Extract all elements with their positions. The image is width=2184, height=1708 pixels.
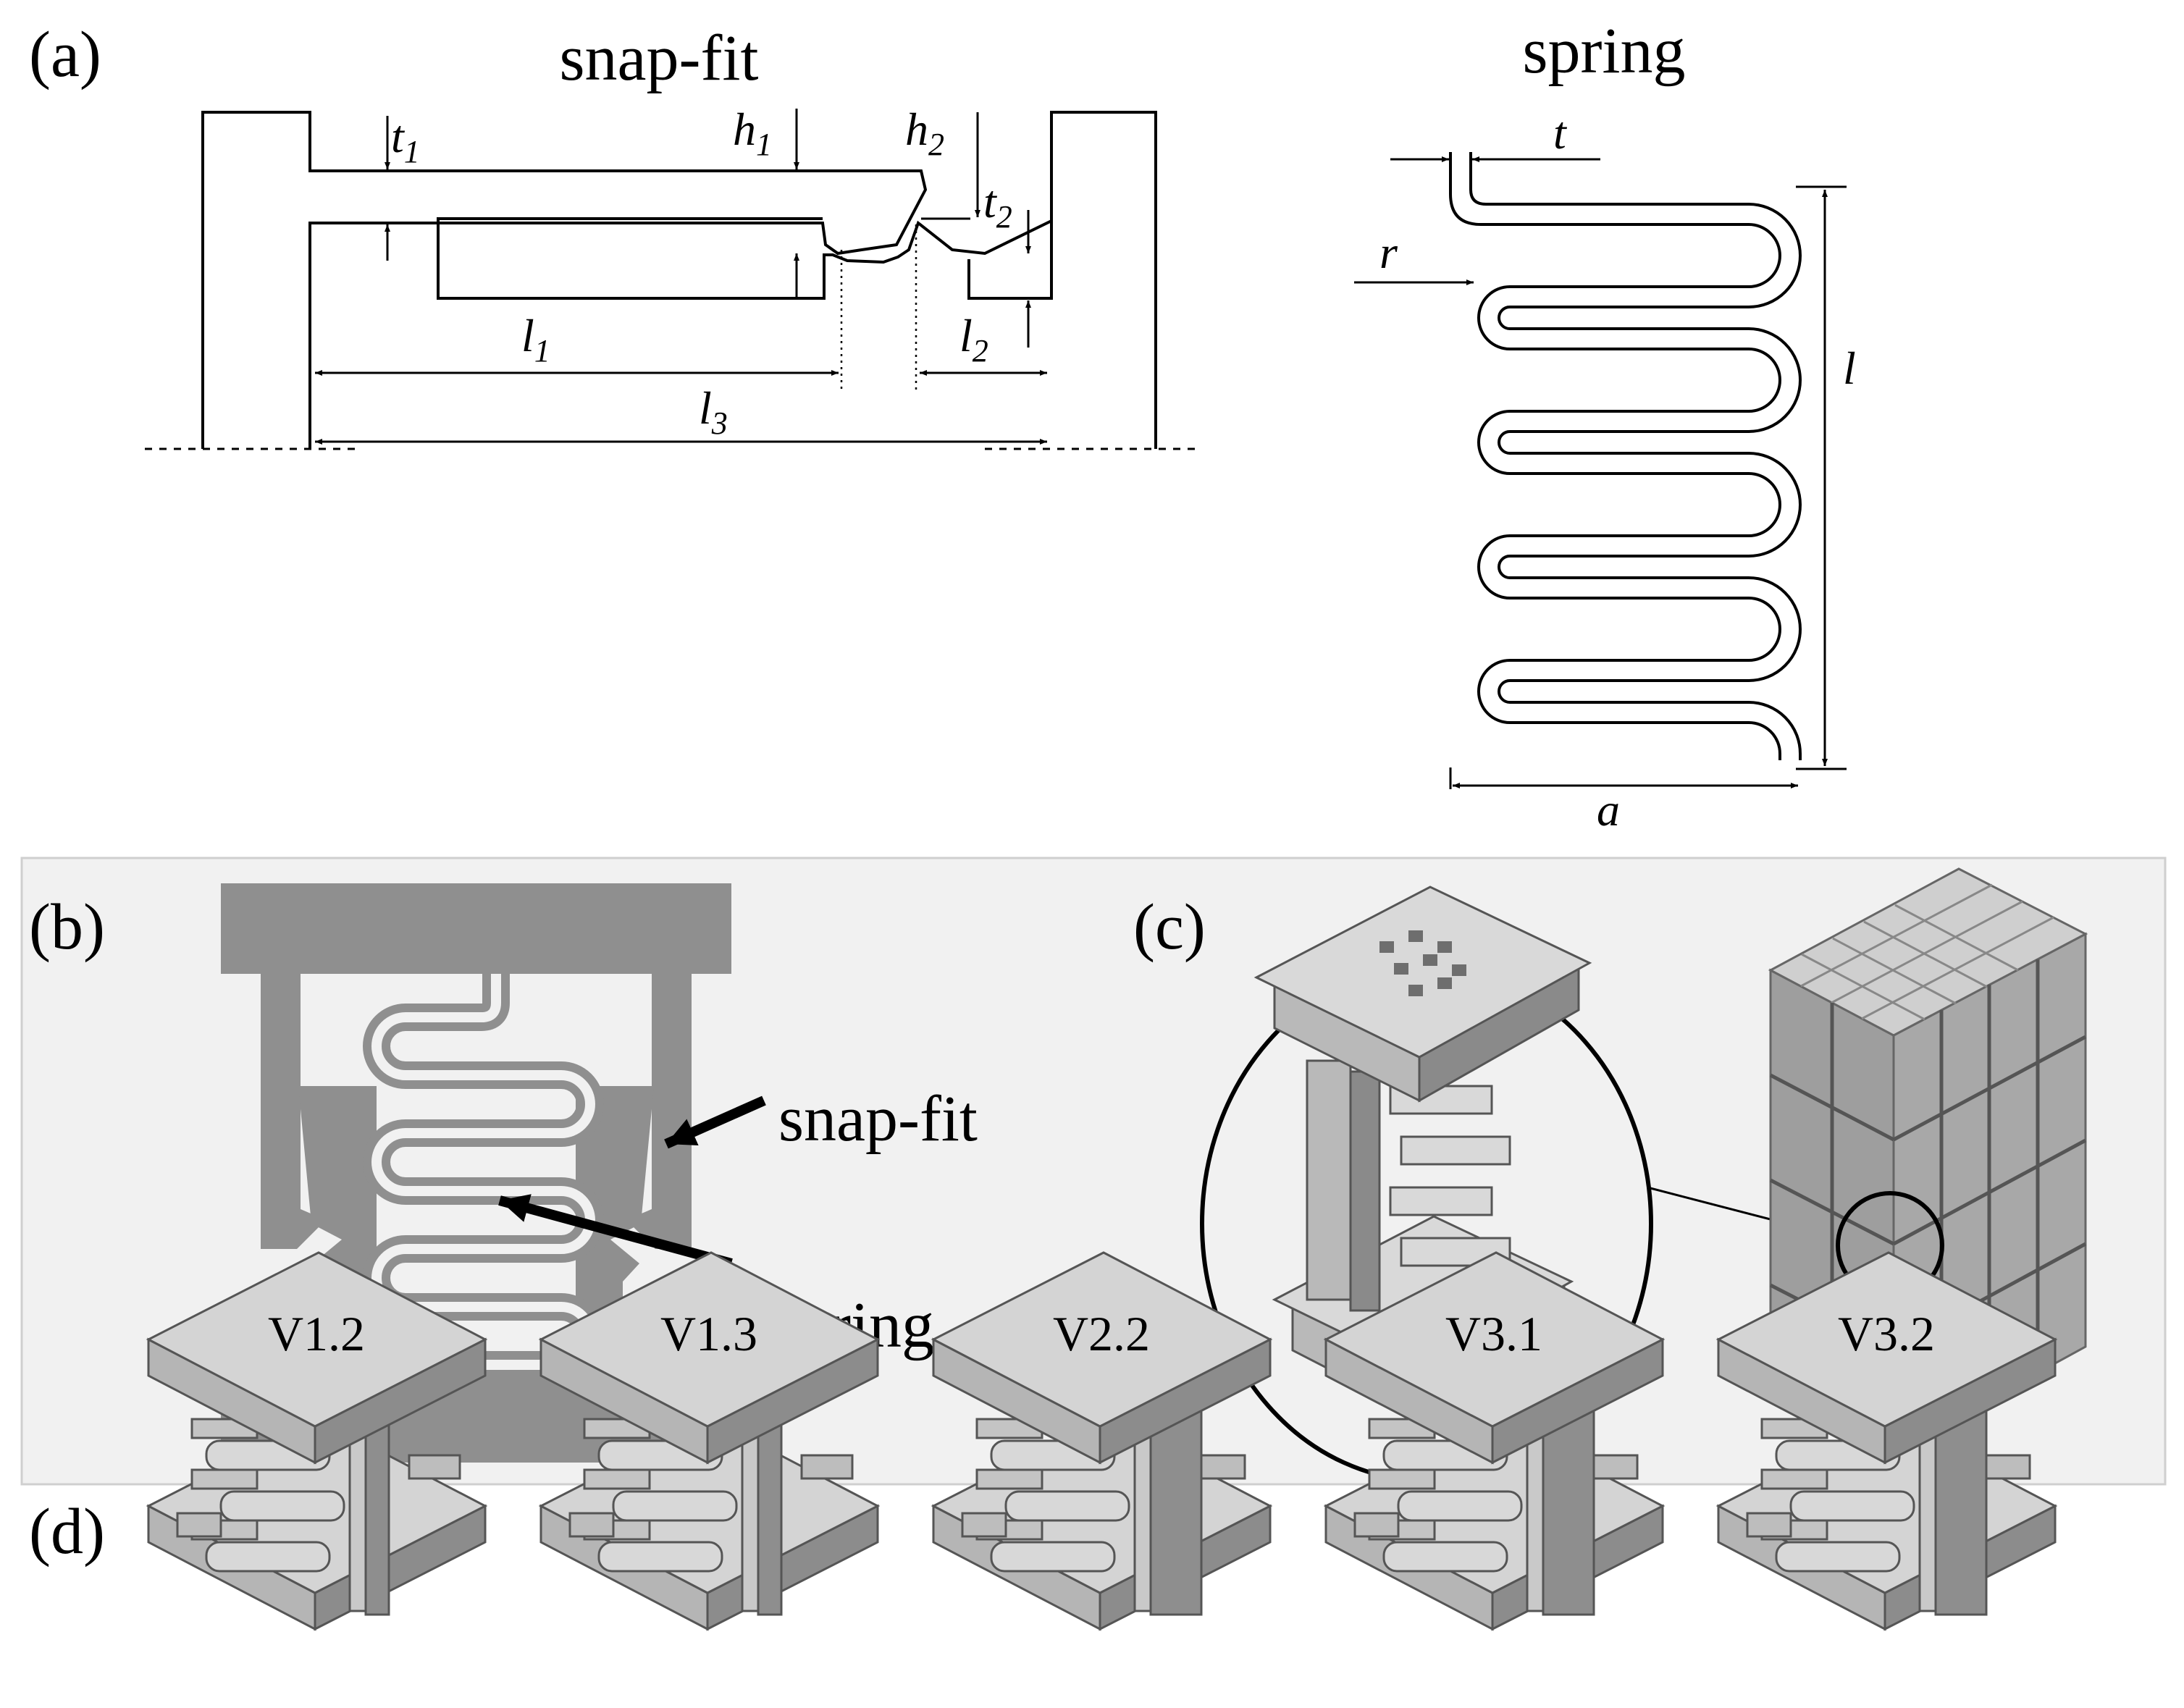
variant-side-bar bbox=[176, 1512, 222, 1538]
variant-snapfit-latch bbox=[757, 1403, 783, 1616]
snapfit-schematic: t1 h1 h2 t2 l1 l2 l3 bbox=[145, 104, 1202, 450]
variant-snapfit-latch bbox=[1542, 1403, 1595, 1616]
variant-v3-2: V3.2 bbox=[1715, 1251, 2058, 1631]
variant-row: V1.2 V1.3 V2.2 V3.1 V3.2 bbox=[146, 1251, 2058, 1631]
variant-side-bar bbox=[1746, 1512, 1792, 1538]
variant-label: V3.1 bbox=[1445, 1306, 1542, 1361]
variant-side-bar bbox=[1978, 1454, 2031, 1480]
dim-l: l bbox=[1843, 342, 1856, 394]
variant-side-bar bbox=[1585, 1454, 1639, 1480]
dim-h2: h2 bbox=[905, 104, 944, 162]
dim-h1: h1 bbox=[733, 104, 772, 162]
snapfit-callout: snap-fit bbox=[778, 1083, 978, 1155]
variant-snapfit-latch bbox=[1149, 1403, 1203, 1616]
variant-top-plate bbox=[1323, 1251, 1666, 1465]
variant-v1-2: V1.2 bbox=[146, 1251, 488, 1631]
panel-d: (d) V1.2 V1.3 V2.2 V3.1 V3.2 bbox=[29, 1251, 2058, 1631]
dim-l3: l3 bbox=[699, 382, 728, 441]
snapfit-title: snap-fit bbox=[560, 22, 759, 94]
variant-label: V3.2 bbox=[1838, 1306, 1935, 1361]
variant-top-plate bbox=[146, 1251, 488, 1465]
dim-t1: t1 bbox=[391, 111, 420, 169]
variant-top-plate bbox=[538, 1251, 881, 1465]
panel-d-label: (d) bbox=[29, 1496, 105, 1568]
variant-label: V1.2 bbox=[268, 1306, 365, 1361]
dim-t2: t2 bbox=[983, 176, 1012, 235]
variant-v1-3: V1.3 bbox=[538, 1251, 881, 1631]
variant-v2-2: V2.2 bbox=[931, 1251, 1273, 1631]
variant-v3-1: V3.1 bbox=[1323, 1251, 1666, 1631]
variant-side-bar bbox=[408, 1454, 461, 1480]
variant-side-bar bbox=[1353, 1512, 1400, 1538]
spring-title: spring bbox=[1523, 15, 1686, 87]
zoom-holes bbox=[1379, 930, 1466, 996]
zoom-spring-bars bbox=[1389, 1085, 1511, 1267]
variant-top-plate bbox=[1715, 1251, 2058, 1465]
dim-r: r bbox=[1379, 227, 1398, 278]
lattice-top-grid bbox=[1800, 883, 2054, 1021]
dim-t: t bbox=[1553, 107, 1568, 159]
variant-side-bar bbox=[800, 1454, 854, 1480]
panel-b-label: (b) bbox=[29, 891, 105, 963]
variant-snapfit-latch bbox=[1934, 1403, 1988, 1616]
dim-a: a bbox=[1597, 784, 1620, 836]
variant-snapfit-latch bbox=[364, 1403, 390, 1616]
panel-a-label: (a) bbox=[29, 19, 101, 91]
variant-label: V2.2 bbox=[1053, 1306, 1150, 1361]
spring-pointer-arrow bbox=[498, 1194, 733, 1269]
panel-a: (a) snap-fit spring t1 h1 h2 t2 bbox=[29, 15, 1856, 836]
variant-side-bar bbox=[961, 1512, 1007, 1538]
panel-c-label: (c) bbox=[1133, 891, 1206, 963]
spring-schematic: t r l a bbox=[1354, 107, 1856, 836]
dim-l2: l2 bbox=[959, 310, 988, 369]
snapfit-pointer-arrow bbox=[664, 1095, 766, 1149]
dim-l1: l1 bbox=[521, 310, 550, 369]
variant-label: V1.3 bbox=[660, 1306, 757, 1361]
variant-top-plate bbox=[931, 1251, 1273, 1465]
variant-side-bar bbox=[568, 1512, 615, 1538]
